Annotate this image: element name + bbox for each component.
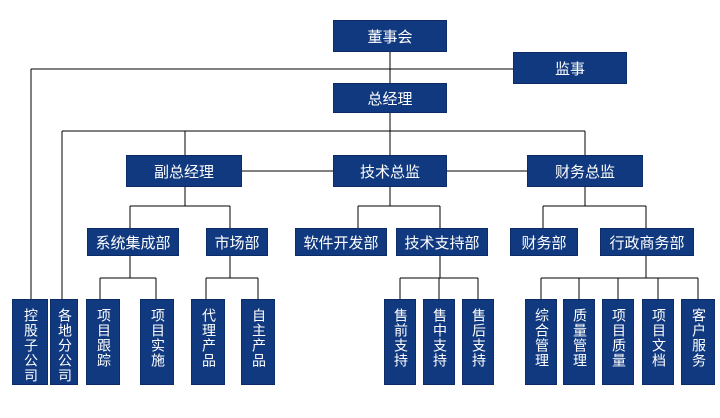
presales-support-box: 售前支持 <box>384 299 416 385</box>
supervisor-label: 监事 <box>554 59 585 78</box>
deputy-gm-label: 副总经理 <box>153 162 214 181</box>
tech-director-label: 技术总监 <box>359 162 420 181</box>
holding-sub-box: 控股子公司 <box>12 299 48 385</box>
system-integration-box: 系统集成部 <box>87 228 179 256</box>
board-label: 董事会 <box>367 27 413 46</box>
general-management-box: 综合管理 <box>525 299 557 385</box>
project-implementation-box: 项目实施 <box>140 299 174 385</box>
tech-director-box: 技术总监 <box>333 155 447 187</box>
agent-products-label: 代理产品 <box>200 308 216 368</box>
finance-director-box: 财务总监 <box>527 155 643 187</box>
holding-sub-label: 控股子公司 <box>22 308 38 383</box>
project-tracking-box: 项目跟踪 <box>86 299 120 385</box>
customer-service-label: 客户服务 <box>690 308 706 368</box>
insales-support-box: 售中支持 <box>423 299 455 385</box>
branches-label: 各地分公司 <box>56 308 72 383</box>
marketing-box: 市场部 <box>206 228 268 256</box>
project-quality-label: 项目质量 <box>610 308 626 368</box>
marketing-label: 市场部 <box>214 233 260 252</box>
general-management-label: 综合管理 <box>533 308 549 368</box>
gm-box: 总经理 <box>333 83 447 113</box>
software-dev-label: 软件开发部 <box>303 233 379 252</box>
project-tracking-label: 项目跟踪 <box>95 308 111 368</box>
deputy-gm-box: 副总经理 <box>126 155 242 187</box>
project-documents-label: 项目文档 <box>650 308 666 368</box>
gm-label: 总经理 <box>367 89 413 108</box>
project-quality-box: 项目质量 <box>602 299 634 385</box>
supervisor-box: 监事 <box>513 52 627 84</box>
own-products-label: 自主产品 <box>250 308 266 368</box>
agent-products-box: 代理产品 <box>191 299 225 385</box>
aftersales-support-label: 售后支持 <box>470 308 486 368</box>
finance-director-label: 财务总监 <box>554 162 615 181</box>
system-integration-label: 系统集成部 <box>95 233 171 252</box>
admin-business-label: 行政商务部 <box>609 233 685 252</box>
project-implementation-label: 项目实施 <box>149 308 165 368</box>
project-documents-box: 项目文档 <box>642 299 674 385</box>
customer-service-box: 客户服务 <box>681 299 715 385</box>
insales-support-label: 售中支持 <box>431 308 447 368</box>
software-dev-box: 软件开发部 <box>295 228 387 256</box>
tech-support-label: 技术支持部 <box>404 233 480 252</box>
finance-dept-box: 财务部 <box>510 228 578 256</box>
finance-dept-label: 财务部 <box>521 233 567 252</box>
quality-management-box: 质量管理 <box>563 299 595 385</box>
tech-support-box: 技术支持部 <box>396 228 488 256</box>
own-products-box: 自主产品 <box>241 299 275 385</box>
aftersales-support-box: 售后支持 <box>462 299 494 385</box>
presales-support-label: 售前支持 <box>392 308 408 368</box>
admin-business-box: 行政商务部 <box>600 228 694 256</box>
quality-management-label: 质量管理 <box>571 308 587 368</box>
branches-box: 各地分公司 <box>50 299 78 385</box>
board-box: 董事会 <box>333 20 447 52</box>
